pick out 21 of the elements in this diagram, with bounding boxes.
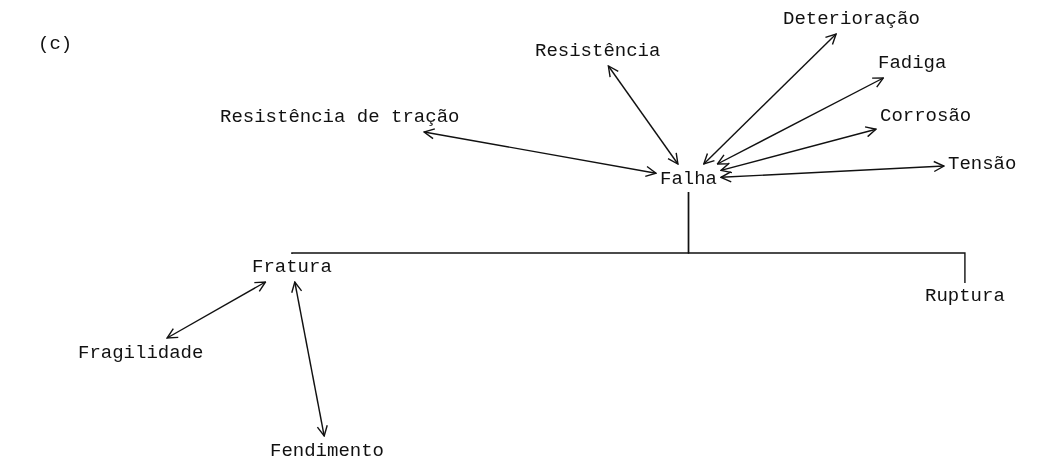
node-label: Resistência — [535, 40, 661, 62]
node-label: Ruptura — [925, 285, 1005, 307]
arrow — [607, 65, 679, 165]
node-label: Fendimento — [270, 440, 385, 462]
arrow — [720, 160, 945, 183]
arrow — [716, 77, 884, 165]
panel-label: (c) — [38, 33, 73, 55]
arrow — [703, 33, 837, 165]
node-label: Fratura — [252, 256, 332, 278]
node-label: Resistência de tração — [220, 106, 460, 128]
node-label: Fadiga — [878, 52, 947, 74]
arrow — [720, 126, 877, 174]
arrow — [166, 281, 267, 339]
node-label: Corrosão — [880, 105, 972, 127]
node-label: Fragilidade — [78, 342, 204, 364]
arrow — [291, 281, 328, 437]
node-label: Tensão — [948, 153, 1017, 175]
connector-line — [687, 191, 966, 284]
arrow — [423, 128, 657, 178]
node-label: Falha — [660, 168, 717, 190]
node-label: Deterioração — [783, 8, 920, 30]
